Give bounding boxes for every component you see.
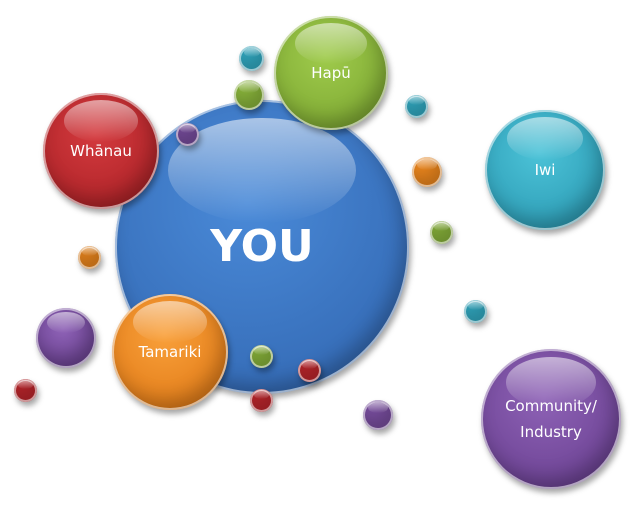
- tamariki-circle: Tamariki: [112, 294, 228, 410]
- decorative-bubble-red: [14, 379, 37, 402]
- decorative-bubble-purple: [176, 123, 199, 146]
- community-circle: Community/ Industry: [481, 349, 621, 489]
- decorative-bubble-teal: [405, 95, 428, 118]
- tamariki-label: Tamariki: [138, 343, 202, 361]
- decorative-bubble-red: [298, 359, 321, 382]
- decorative-bubble-purple: [36, 308, 96, 368]
- decorative-bubble-green: [234, 80, 264, 110]
- decorative-bubble-teal: [464, 300, 487, 323]
- decorative-bubble-red: [250, 389, 273, 412]
- you-label: YOU: [210, 221, 314, 272]
- community-label: Community/ Industry: [505, 397, 597, 441]
- decorative-bubble-green: [430, 221, 453, 244]
- decorative-bubble-orange: [78, 246, 101, 269]
- decorative-bubble-teal: [239, 46, 264, 71]
- decorative-bubble-purple: [363, 400, 393, 430]
- iwi-circle: Iwi: [485, 110, 605, 230]
- whanau-circle: Whānau: [43, 93, 159, 209]
- iwi-label: Iwi: [534, 161, 556, 179]
- hapu-circle: Hapū: [274, 16, 388, 130]
- decorative-bubble-green: [250, 345, 273, 368]
- hapu-label: Hapū: [311, 64, 351, 82]
- whanau-label: Whānau: [70, 142, 132, 160]
- decorative-bubble-orange: [412, 157, 442, 187]
